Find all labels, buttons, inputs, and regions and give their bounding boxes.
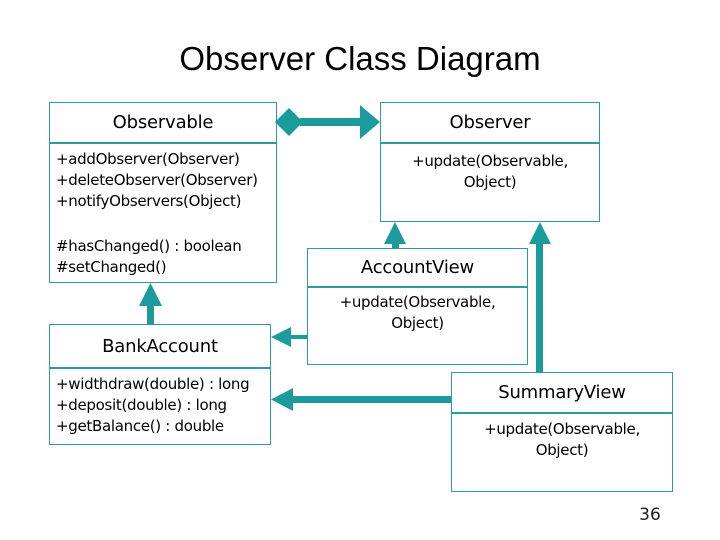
class-name-summary-view: SummaryView [452,373,672,414]
class-member: +deposit(double) : long [56,396,227,414]
arrowhead-left-icon [271,388,293,411]
arrowhead-right-icon [360,105,380,139]
class-member: +notifyObservers(Object) [56,192,242,210]
arrowhead-left-icon [271,327,291,347]
class-member: +addObserver(Observer) [56,150,240,168]
class-name-observer: Observer [381,103,599,144]
connector-shaft [536,242,543,372]
connector-shaft [392,242,399,248]
class-box-observable: Observable +addObserver(Observer) +delet… [49,102,277,283]
class-protected-members: #hasChanged() : boolean #setChanged() [56,236,276,278]
class-member: +widthdraw(double) : long [56,375,250,393]
class-member: +update(Observable, Object) [484,420,640,459]
class-member: #setChanged() [56,258,167,276]
class-member: +update(Observable, Object) [339,293,496,332]
page-title: Observer Class Diagram [179,40,541,77]
class-name-bank-account: BankAccount [50,325,270,369]
class-members-observable: +addObserver(Observer) +deleteObserver(O… [50,144,276,282]
connector-shaft [147,304,154,324]
class-name-observable: Observable [50,103,276,144]
arrowhead-up-icon [139,283,162,306]
connector-shaft [289,335,307,339]
class-name-account-view: AccountView [308,249,527,288]
class-member: +getBalance() : double [56,417,224,435]
aggregation-diamond-icon [275,108,303,136]
class-box-bank-account: BankAccount +widthdraw(double) : long +d… [49,324,271,445]
arrowhead-up-icon [384,222,406,244]
arrowhead-up-icon [529,222,551,244]
class-members-summary-view: +update(Observable, Object) [452,414,672,491]
class-box-observer: Observer +update(Observable, Object) [380,102,600,222]
connector-shaft [300,118,362,126]
class-member: +deleteObserver(Observer) [56,171,258,189]
class-members-observer: +update(Observable, Object) [381,144,599,221]
page-number: 36 [639,505,661,525]
class-member: +update(Observable, Object) [412,152,568,191]
class-members-bank-account: +widthdraw(double) : long +deposit(doubl… [50,369,270,444]
class-members-account-view: +update(Observable, Object) [308,288,527,364]
class-box-summary-view: SummaryView +update(Observable, Object) [451,372,673,492]
connector-shaft [291,396,451,403]
class-member: #hasChanged() : boolean [56,237,242,255]
class-box-account-view: AccountView +update(Observable, Object) [307,248,528,365]
